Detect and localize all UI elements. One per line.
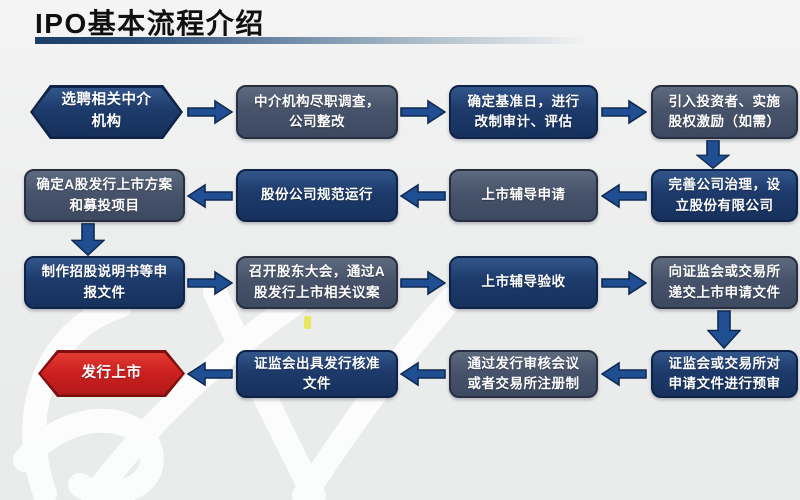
flow-step-label: 确定基准日，进行 改制审计、评估 (467, 93, 580, 129)
step-determine-ipo-plan-fundraising-projects: 确定A股发行上市方案 和募投项目 (24, 169, 185, 222)
arrow-left-icon (601, 183, 647, 209)
arrow-right-icon (601, 99, 647, 125)
step-introduce-investors-equity-incentive: 引入投资者、实施 股权激励（如需） (651, 85, 798, 139)
flow-step-label: 证监会或交易所对 申请文件进行预审 (668, 355, 781, 391)
flow-step-label: 制作招股说明书等申 报文件 (41, 264, 168, 300)
step-issue-and-list: 发行上市 (38, 350, 185, 397)
arrow-right-icon (400, 270, 446, 296)
step-submit-application-to-csrc-exchange: 向证监会或交易所 递交上市申请文件 (651, 256, 798, 309)
step-improve-governance-establish-company: 完善公司治理，设 立股份有限公司 (651, 169, 798, 222)
step-due-diligence-rectification: 中介机构尽职调查， 公司整改 (236, 85, 398, 139)
yellow-annotation-mark (303, 315, 312, 330)
step-csrc-exchange-preliminary-review: 证监会或交易所对 申请文件进行预审 (651, 350, 798, 398)
step-pass-review-or-registration: 通过发行审核会议 或者交易所注册制 (449, 350, 598, 398)
arrow-right-icon (187, 99, 233, 125)
flow-step-label: 引入投资者、实施 股权激励（如需） (668, 93, 781, 129)
hexagon-inner: 发行上市 (40, 352, 183, 395)
flow-step-label: 发行上市 (81, 364, 142, 381)
flow-step-label: 上市辅导申请 (481, 187, 566, 203)
arrow-left-icon (187, 361, 233, 387)
flow-step-label: 选聘相关中介 机构 (61, 92, 152, 130)
flow-step-label: 上市辅导验收 (481, 274, 566, 290)
arrow-left-icon (400, 361, 446, 387)
step-hire-intermediaries: 选聘相关中介 机构 (30, 85, 183, 139)
flow-step-label: 完善公司治理，设 立股份有限公司 (668, 177, 781, 213)
hexagon-inner: 选聘相关中介 机构 (32, 87, 181, 137)
flow-step-label: 确定A股发行上市方案 和募投项目 (36, 177, 173, 213)
flow-step-label: 股份公司规范运行 (261, 187, 373, 203)
arrow-right-icon (400, 99, 446, 125)
step-prepare-prospectus-filing-docs: 制作招股说明书等申 报文件 (24, 256, 185, 309)
flow-step-label: 证监会出具发行核准 文件 (254, 355, 380, 391)
step-csrc-approval-document: 证监会出具发行核准 文件 (236, 350, 398, 398)
arrow-left-icon (187, 183, 233, 209)
title-underline (35, 37, 587, 44)
arrow-down-icon (696, 140, 730, 169)
flow-step-label: 中介机构尽职调查， 公司整改 (254, 93, 380, 129)
arrow-right-icon (601, 270, 647, 296)
arrow-down-icon (71, 223, 105, 256)
arrow-left-icon (601, 361, 647, 387)
arrow-left-icon (400, 183, 446, 209)
step-shareholders-meeting-resolutions: 召开股东大会，通过A 股发行上市相关议案 (236, 256, 398, 309)
flow-step-label: 通过发行审核会议 或者交易所注册制 (467, 355, 580, 391)
arrow-right-icon (187, 270, 233, 296)
arrow-down-icon (707, 310, 741, 349)
flow-step-label: 召开股东大会，通过A 股发行上市相关议案 (248, 264, 386, 300)
page-title: IPO基本流程介绍 (35, 8, 265, 39)
flow-step-label: 向证监会或交易所 递交上市申请文件 (668, 264, 781, 300)
step-standard-operation: 股份公司规范运行 (236, 169, 398, 222)
step-base-date-audit-valuation: 确定基准日，进行 改制审计、评估 (449, 85, 598, 139)
step-listing-guidance-application: 上市辅导申请 (449, 169, 598, 222)
step-listing-guidance-acceptance: 上市辅导验收 (449, 256, 598, 309)
